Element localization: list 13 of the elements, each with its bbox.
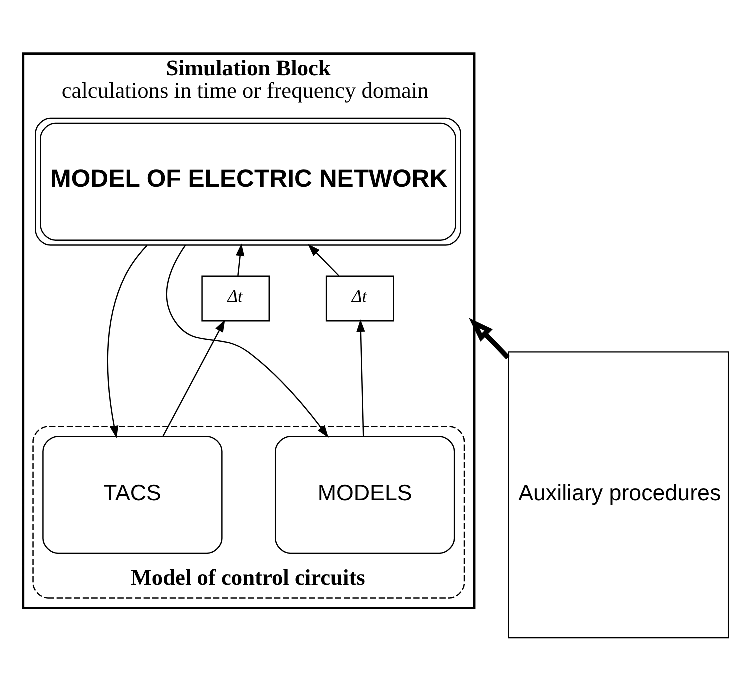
arrow [469,318,510,360]
arrow [308,244,340,276]
arrow [166,245,329,438]
arrow [162,320,226,437]
node-box: MODEL OF ELECTRIC NETWORK [35,118,462,246]
node-box: Auxiliary procedures [508,352,730,639]
node-box: MODELS [275,436,456,554]
node-box: TACS [42,436,223,554]
arrow [356,320,366,436]
arrow [107,245,148,439]
arrow [236,244,245,276]
node-box: Δt [202,276,270,322]
node-box: Δt [326,276,394,322]
